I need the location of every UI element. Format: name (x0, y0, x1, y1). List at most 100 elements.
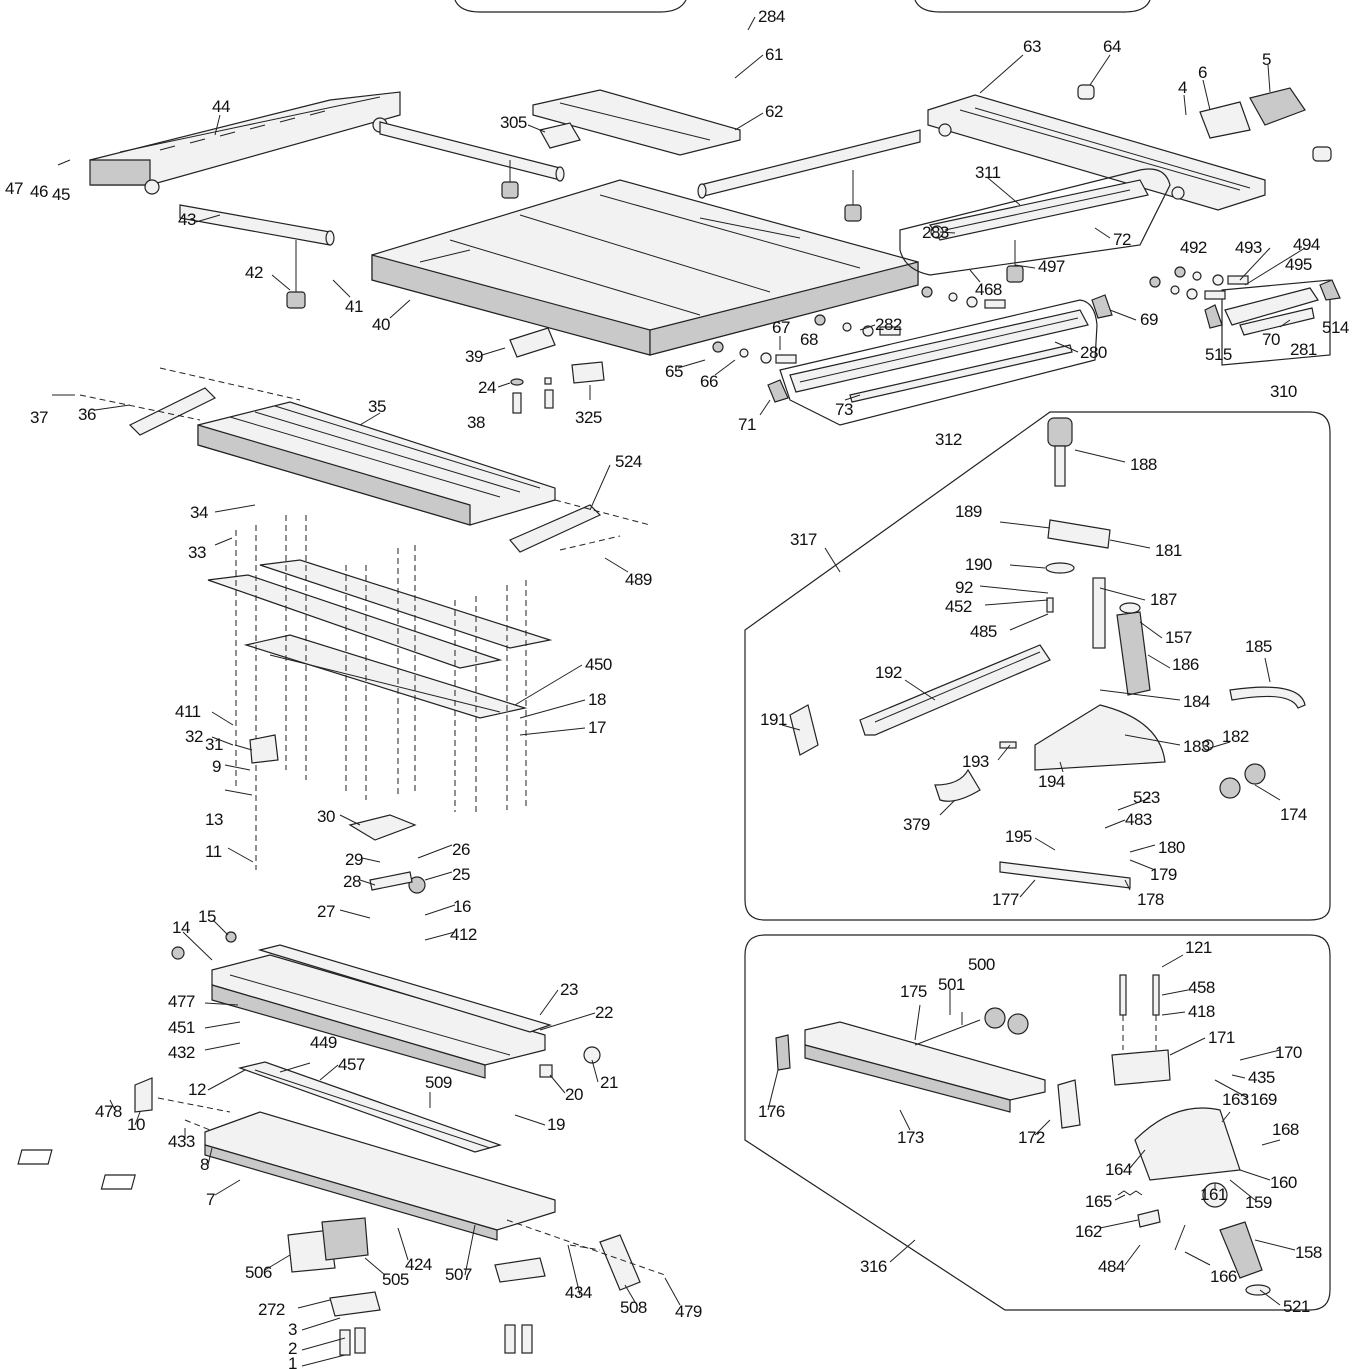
callout-317: 317 (790, 530, 817, 549)
callout-484: 484 (1098, 1257, 1125, 1276)
callout-495: 495 (1285, 255, 1312, 274)
callout-69: 69 (1140, 310, 1158, 329)
callout-166: 166 (1210, 1267, 1237, 1286)
callout-281: 281 (1290, 340, 1317, 359)
callout-15: 15 (198, 907, 216, 926)
callout-41: 41 (345, 297, 363, 316)
right-extension-table (927, 94, 1266, 211)
callout-11: 11 (205, 842, 222, 861)
bracket-31 (249, 734, 279, 764)
callout-485: 485 (970, 622, 997, 641)
callout-38: 38 (467, 413, 485, 432)
callout-311: 311 (975, 163, 1001, 182)
callout-505: 505 (382, 1270, 409, 1289)
fence-panel-frame (744, 934, 1331, 1311)
callout-449: 449 (310, 1033, 337, 1052)
callout-32: 32 (185, 727, 203, 746)
callout-4: 4 (1178, 78, 1187, 97)
callout-6: 6 (1198, 63, 1207, 82)
pinion-assembly (348, 814, 426, 894)
callout-284: 284 (758, 7, 785, 26)
feet-assembly (329, 1257, 546, 1356)
lower-rails (211, 944, 552, 1079)
callout-172: 172 (1018, 1128, 1045, 1147)
callout-23: 23 (560, 980, 578, 999)
callout-509: 509 (425, 1073, 452, 1092)
callout-158: 158 (1295, 1243, 1322, 1262)
rail-caps (171, 931, 601, 1078)
callout-68: 68 (800, 330, 818, 349)
callout-164: 164 (1105, 1160, 1132, 1179)
callout-489: 489 (625, 570, 652, 589)
callout-18: 18 (588, 690, 606, 709)
callout-2: 2 (288, 1339, 297, 1358)
rack-509 (237, 1061, 502, 1153)
callout-174: 174 (1280, 805, 1307, 824)
screw-dash-lines (235, 515, 527, 870)
callout-63: 63 (1023, 37, 1041, 56)
callout-45: 45 (52, 185, 70, 204)
callout-67: 67 (772, 318, 790, 337)
callout-457: 457 (338, 1055, 365, 1074)
callout-514: 514 (1322, 318, 1349, 337)
callout-177: 177 (992, 890, 1019, 909)
callout-8: 8 (200, 1155, 209, 1174)
callout-37: 37 (30, 408, 48, 427)
callout-157: 157 (1165, 628, 1192, 647)
callout-310: 310 (1270, 382, 1297, 401)
callout-176: 176 (758, 1102, 785, 1121)
callout-187: 187 (1150, 590, 1177, 609)
callout-44: 44 (212, 97, 230, 116)
callout-47: 47 (5, 179, 23, 198)
left-extension-table (89, 91, 401, 195)
callout-28: 28 (343, 872, 361, 891)
callout-524: 524 (615, 452, 642, 471)
callout-433: 433 (168, 1132, 195, 1151)
callout-162: 162 (1075, 1222, 1102, 1241)
callout-92: 92 (955, 578, 973, 597)
rail-group-310 (1221, 279, 1331, 366)
callout-189: 189 (955, 502, 982, 521)
callout-451: 451 (168, 1018, 195, 1037)
callout-labels: 284 64 61 62 63 6 5 4 44 305 311 47 46 4… (5, 7, 1349, 1369)
end-plate-524 (509, 504, 602, 553)
callout-30: 30 (317, 807, 335, 826)
callout-184: 184 (1183, 692, 1210, 711)
callout-36: 36 (78, 405, 96, 424)
callout-10: 10 (127, 1115, 145, 1134)
callout-175: 175 (900, 982, 927, 1001)
callout-192: 192 (875, 663, 902, 682)
callout-181: 181 (1155, 541, 1182, 560)
callout-35: 35 (368, 397, 386, 416)
end-lock-505 (287, 1217, 369, 1273)
callout-179: 179 (1150, 865, 1177, 884)
callout-25: 25 (452, 865, 470, 884)
callout-477: 477 (168, 992, 195, 1011)
bracket-39-assembly (509, 327, 605, 414)
callout-16: 16 (453, 897, 471, 916)
callout-282: 282 (875, 315, 902, 334)
miter-gauge-panel-frame (744, 411, 1331, 921)
callout-188: 188 (1130, 455, 1157, 474)
callout-173: 173 (897, 1128, 924, 1147)
callout-193: 193 (962, 752, 989, 771)
callout-leaders (52, 16, 1306, 1367)
callout-452: 452 (945, 597, 972, 616)
main-rail-35 (197, 401, 556, 526)
bracket-508 (599, 1234, 641, 1291)
callout-497: 497 (1038, 257, 1065, 276)
callout-507: 507 (445, 1265, 472, 1284)
callout-178: 178 (1137, 890, 1164, 909)
callout-493: 493 (1235, 238, 1262, 257)
callout-20: 20 (565, 1085, 583, 1104)
callout-13: 13 (205, 810, 223, 829)
callout-7: 7 (206, 1190, 215, 1209)
callout-70: 70 (1262, 330, 1280, 349)
callout-168: 168 (1272, 1120, 1299, 1139)
callout-65: 65 (665, 362, 683, 381)
callout-424: 424 (405, 1255, 432, 1274)
callout-316: 316 (860, 1257, 887, 1276)
callout-500: 500 (968, 955, 995, 974)
callout-27: 27 (317, 902, 335, 921)
rail-group-311 (899, 168, 1171, 276)
